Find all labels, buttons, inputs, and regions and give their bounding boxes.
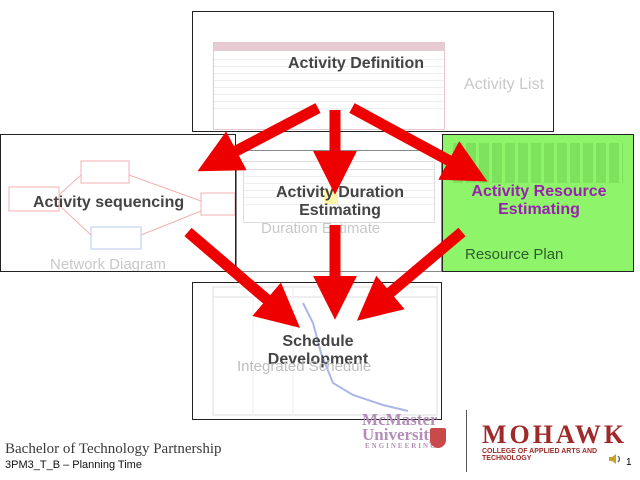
duration-estimate-caption: Duration Estimate bbox=[261, 220, 381, 237]
duration-title-line1: Activity Duration bbox=[275, 184, 404, 201]
resource-estimating-node: Activity Resource Estimating Resource Pl… bbox=[442, 134, 634, 272]
integrated-schedule-caption: Integrated Schedule bbox=[237, 358, 372, 375]
duration-title-line2: Estimating bbox=[299, 202, 381, 220]
schedule-development-node: Schedule Development Integrated Schedule bbox=[192, 282, 442, 420]
mcmaster-line3: ENGINEERING bbox=[364, 441, 438, 450]
network-diagram-caption: Network Diagram bbox=[50, 256, 166, 272]
mcmaster-logo: McMaster University ENGINEERING bbox=[362, 410, 438, 450]
resource-estimating-title: Activity Resource Estimating bbox=[449, 183, 629, 220]
resource-plan-caption: Resource Plan bbox=[465, 246, 564, 263]
mohawk-logo: MOHAWK bbox=[482, 420, 628, 449]
course-label: 3PM3_T_B – Planning Time bbox=[5, 459, 142, 471]
activity-definition-node: Activity Definition Activity List bbox=[192, 11, 554, 132]
activity-list-caption: Activity List bbox=[464, 76, 545, 93]
mcmaster-crest-icon bbox=[430, 428, 446, 448]
activity-definition-title: Activity Definition bbox=[288, 55, 425, 72]
activity-sequencing-title: Activity sequencing bbox=[33, 194, 185, 211]
mcmaster-line1: McMaster bbox=[362, 410, 438, 429]
program-name: Bachelor of Technology Partnership bbox=[5, 441, 222, 457]
logo-divider bbox=[466, 410, 467, 472]
resource-plan-thumbnail bbox=[453, 143, 623, 183]
mcmaster-line2: University bbox=[362, 425, 438, 445]
schedule-title-line2: Development bbox=[267, 351, 369, 369]
schedule-development-title: Schedule Development bbox=[223, 333, 413, 370]
schedule-title-line1: Schedule bbox=[282, 333, 354, 350]
duration-estimating-node: Activity Duration Estimating Duration Es… bbox=[236, 150, 442, 272]
resource-title-line1: Activity Resource bbox=[471, 183, 607, 200]
mohawk-subtitle: COLLEGE OF APPLIED ARTS AND TECHNOLOGY bbox=[482, 448, 598, 462]
duration-estimating-title: Activity Duration Estimating bbox=[251, 184, 429, 221]
speaker-icon[interactable] bbox=[608, 452, 622, 466]
resource-title-line2: Estimating bbox=[498, 201, 580, 219]
network-diagram-thumbnail bbox=[8, 160, 235, 250]
activity-sequencing-node: Activity sequencing Network Diagram bbox=[0, 134, 236, 272]
page-number: 1 bbox=[626, 457, 632, 468]
